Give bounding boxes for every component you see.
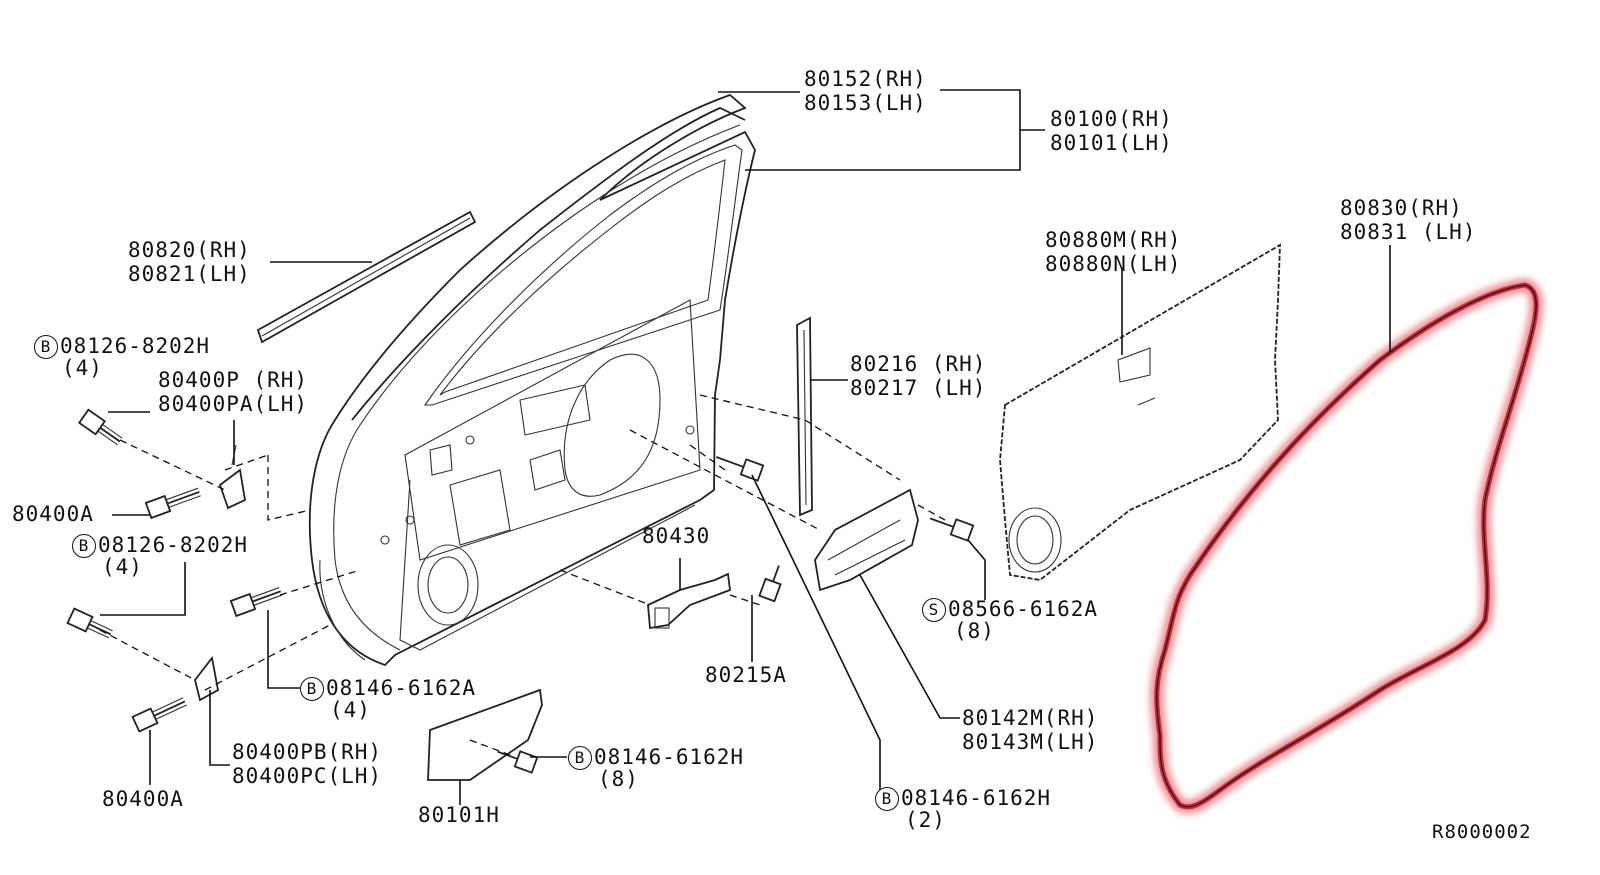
leader-lines — [100, 89, 1391, 805]
diagram-ref-code: R8000002 — [1432, 821, 1532, 843]
lower-hinge — [194, 655, 220, 702]
label-check-bolt: 80215A — [705, 663, 787, 687]
reinforcement — [814, 488, 919, 592]
label-sealing-screen: 80880M(RH) 80880N(LH) — [1045, 228, 1182, 276]
outer-seal-strip — [796, 316, 813, 517]
label-screw-qty: (8) — [954, 619, 995, 643]
label-bolt-reinforcement-qty: (2) — [905, 808, 946, 832]
label-outer-molding: 80820(RH) 80821(LH) — [128, 238, 251, 286]
b-prefix-icon: B — [568, 746, 592, 770]
bolts — [66, 408, 975, 774]
b-prefix-icon: B — [72, 534, 96, 558]
b-prefix-icon: B — [34, 335, 58, 359]
dashed-assembly-lines — [99, 394, 946, 756]
upper-hinge — [218, 444, 246, 510]
b-prefix-icon: B — [300, 677, 324, 701]
bracket — [427, 688, 543, 781]
label-weatherstrip: 80830(RH) 80831 (LH) — [1340, 196, 1477, 244]
s-prefix-icon: S — [922, 598, 946, 622]
label-bolt-door-hinge-qty: (4) — [330, 698, 371, 722]
label-door-shell: 80100(RH) 80101(LH) — [1050, 107, 1173, 155]
b-prefix-icon: B — [875, 787, 899, 811]
label-bolt-lower-hinge-qty: (4) — [102, 555, 143, 579]
label-bracket: 80101H — [418, 803, 500, 827]
label-check-link: 80430 — [642, 524, 711, 548]
label-bolt-upper-hinge-qty: (4) — [62, 356, 103, 380]
label-hinge-bolt-upper: 80400A — [12, 502, 94, 526]
sealing-screen — [999, 243, 1281, 581]
label-upper-hinge: 80400P (RH) 80400PA(LH) — [158, 368, 309, 416]
door-shell — [308, 93, 756, 667]
label-reinforcement: 80142M(RH) 80143M(LH) — [962, 706, 1099, 754]
label-outer-seal: 80216 (RH) 80217 (LH) — [850, 352, 987, 400]
label-hinge-bolt-lower: 80400A — [102, 787, 184, 811]
label-bolt-bracket-qty: (8) — [598, 767, 639, 791]
sash — [351, 107, 746, 421]
weatherstrip-highlight — [1149, 277, 1544, 814]
outer-molding — [256, 210, 477, 344]
label-sash: 80152(RH) 80153(LH) — [804, 67, 927, 115]
label-lower-hinge: 80400PB(RH) 80400PC(LH) — [232, 740, 383, 788]
check-link — [647, 572, 731, 630]
